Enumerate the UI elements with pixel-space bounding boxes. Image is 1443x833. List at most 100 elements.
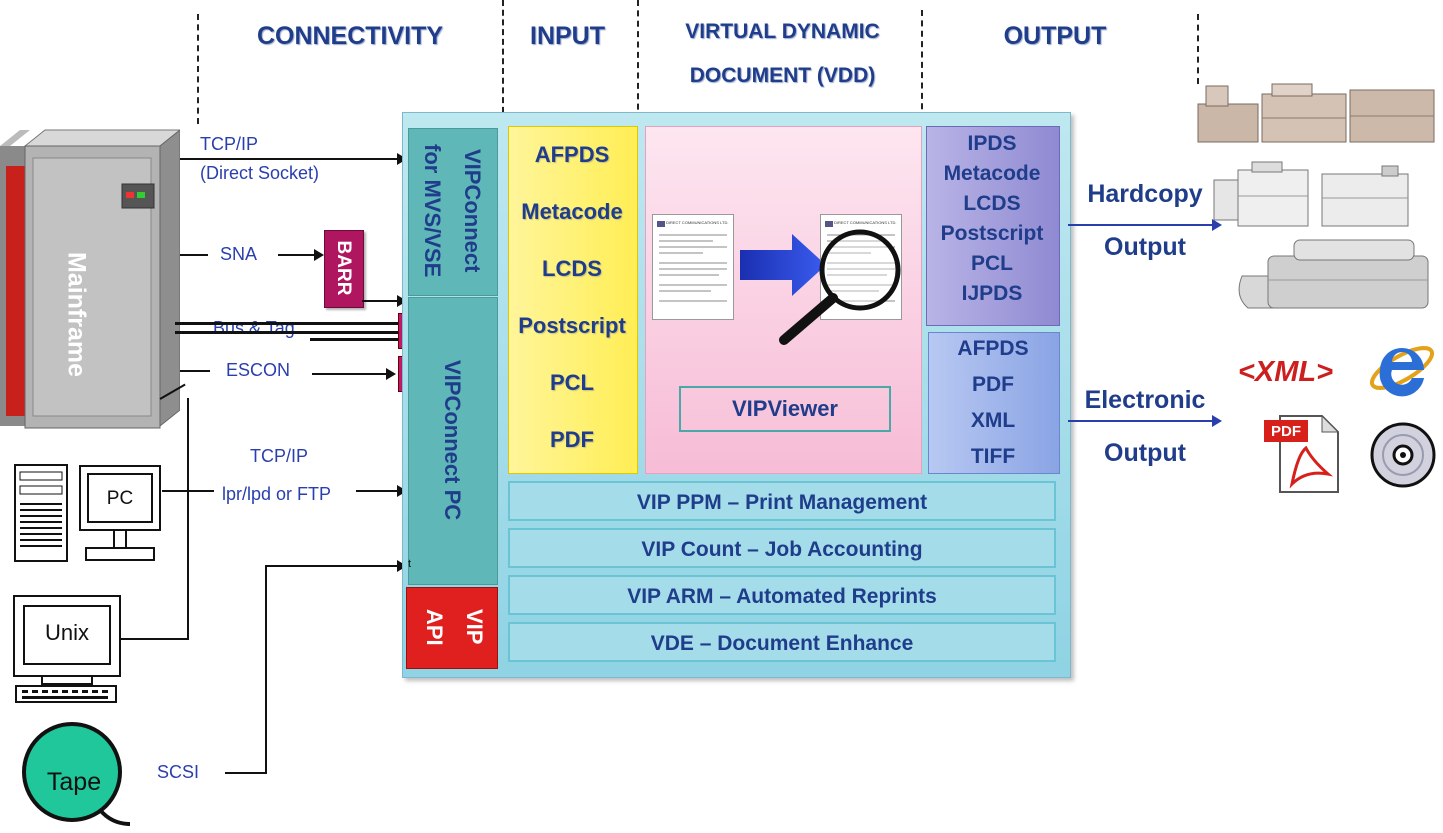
hardcopy-format-postscript: Postscript [940, 222, 1044, 245]
hardcopy-output-line1: Hardcopy [1087, 180, 1203, 208]
label-scsi: SCSI [157, 762, 200, 782]
electronic-format-afpds: AFPDS [957, 337, 1029, 360]
header-output: OUTPUT [1003, 22, 1107, 50]
vipconnect-pc-box [408, 297, 498, 585]
vipconnect-mvs-line1: VIPConnect [460, 149, 485, 273]
input-format-lcds: LCDS [542, 256, 602, 281]
bar-ppm: VIP PPM – Print Management [508, 481, 1056, 521]
printer-large-icon [1196, 80, 1436, 146]
vipviewer-box [679, 386, 891, 432]
line-escon-left [180, 370, 210, 372]
pdf-icon [1262, 414, 1340, 494]
hardcopy-formats-box [926, 126, 1060, 326]
arrow-hardcopy [1068, 224, 1214, 226]
connector-unix [121, 638, 189, 640]
input-formats-box [508, 126, 638, 474]
small-mark: t [408, 558, 412, 570]
scsi-line-v [265, 565, 267, 774]
bar-count: VIP Count – Job Accounting [508, 528, 1056, 568]
xml-icon: <XML> [1238, 356, 1334, 388]
electronic-format-pdf: PDF [972, 373, 1014, 396]
document-left-header: DIRECT COMMUNICATIONS LTD. [666, 220, 729, 225]
hardcopy-format-pcl: PCL [971, 252, 1013, 275]
hardcopy-format-ipds: IPDS [967, 132, 1017, 155]
divider-right [1197, 14, 1199, 84]
internet-explorer-icon [1366, 330, 1438, 402]
arrow-electronic [1068, 420, 1214, 422]
arrowhead-escon [386, 368, 396, 380]
electronic-format-xml: XML [970, 409, 1016, 432]
magnifier-icon [778, 226, 908, 346]
electronic-output-line2: Output [1104, 439, 1186, 467]
tape-label: Tape [46, 768, 102, 796]
vipconnect-mvs-box [408, 128, 498, 296]
tape-icon [20, 720, 132, 828]
arrowhead-hardcopy [1212, 219, 1222, 231]
divider-vdd [637, 0, 639, 120]
arrow-scsi [265, 565, 398, 567]
vipconnect-pc-label: VIPConnect PC [440, 359, 465, 521]
connector-vertical [187, 398, 189, 639]
divider-input [502, 0, 504, 142]
input-format-pcl: PCL [550, 370, 594, 395]
input-format-postscript: Postscript [518, 313, 626, 338]
vipviewer-label: VIPViewer [732, 396, 838, 421]
bus-tag-cable-2 [310, 338, 400, 341]
arrow-tcpip-direct [180, 158, 400, 160]
header-vdd-line1: VIRTUAL DYNAMIC [685, 20, 880, 43]
hardcopy-format-ijpds: IJPDS [961, 282, 1023, 305]
header-connectivity: CONNECTIVITY [256, 22, 444, 50]
mainframe-icon [0, 128, 182, 430]
electronic-format-tiff: TIFF [970, 445, 1016, 468]
label-sna: SNA [220, 244, 258, 264]
label-tcpip-2: TCP/IP [250, 446, 309, 466]
header-input: INPUT [530, 22, 605, 50]
arrow-barr [362, 300, 400, 302]
barr-box [324, 230, 364, 308]
barr-label: BARR [333, 240, 354, 296]
arrow-pc-2 [356, 490, 398, 492]
arrow-pc [162, 490, 214, 492]
input-format-pdf: PDF [550, 427, 594, 452]
bar-vde: VDE – Document Enhance [508, 622, 1056, 662]
arrow-sna [278, 254, 318, 256]
hardcopy-output-line2: Output [1104, 233, 1186, 261]
document-right-header: DIRECT COMMUNICATIONS LTD. [834, 220, 897, 225]
unix-label: Unix [44, 620, 89, 645]
printer-medium-icon [1212, 160, 1412, 230]
electronic-output-line1: Electronic [1084, 386, 1206, 414]
hardcopy-format-metacode: Metacode [943, 162, 1041, 185]
pdf-icon-label: PDF [1271, 423, 1301, 440]
hardcopy-formats-list: IPDS Metacode LCDS Postscript PCL IJPDS [926, 132, 1058, 312]
arrowhead-electronic [1212, 415, 1222, 427]
vipconnect-mvs-line2: for MVS/VSE [420, 144, 445, 278]
printer-continuous-icon [1234, 236, 1434, 312]
label-escon: ESCON [226, 360, 291, 380]
electronic-formats-box [928, 332, 1060, 474]
cd-icon [1370, 422, 1436, 488]
input-format-afpds: AFPDS [534, 142, 610, 167]
pc-tower-icon [14, 464, 68, 562]
scsi-line-h [225, 772, 267, 774]
bar-arm: VIP ARM – Automated Reprints [508, 575, 1056, 615]
pc-monitor-icon [78, 464, 162, 564]
line-sna-left [180, 254, 208, 256]
input-format-metacode: Metacode [521, 199, 623, 224]
mainframe-label: Mainframe [62, 251, 91, 378]
arrow-escon [312, 373, 388, 375]
electronic-formats-list: AFPDS PDF XML TIFF [928, 334, 1058, 478]
arrowhead-sna [314, 249, 324, 261]
bus-tag-cable [175, 322, 400, 334]
divider-output [921, 10, 923, 130]
unix-monitor-icon [12, 594, 122, 706]
pc-label: PC [106, 488, 134, 509]
document-left-icon [652, 214, 734, 320]
divider-connectivity [197, 14, 199, 124]
label-lpr-ftp: lpr/lpd or FTP [222, 484, 332, 504]
header-vdd-line2: DOCUMENT (VDD) [689, 64, 876, 87]
label-direct-socket: (Direct Socket) [200, 163, 320, 183]
vip-api-box [406, 587, 498, 669]
transform-arrow-icon [740, 234, 826, 296]
input-formats-list: AFPDS Metacode LCDS Postscript PCL PDF [508, 126, 636, 468]
label-tcpip-1: TCP/IP [200, 134, 259, 154]
